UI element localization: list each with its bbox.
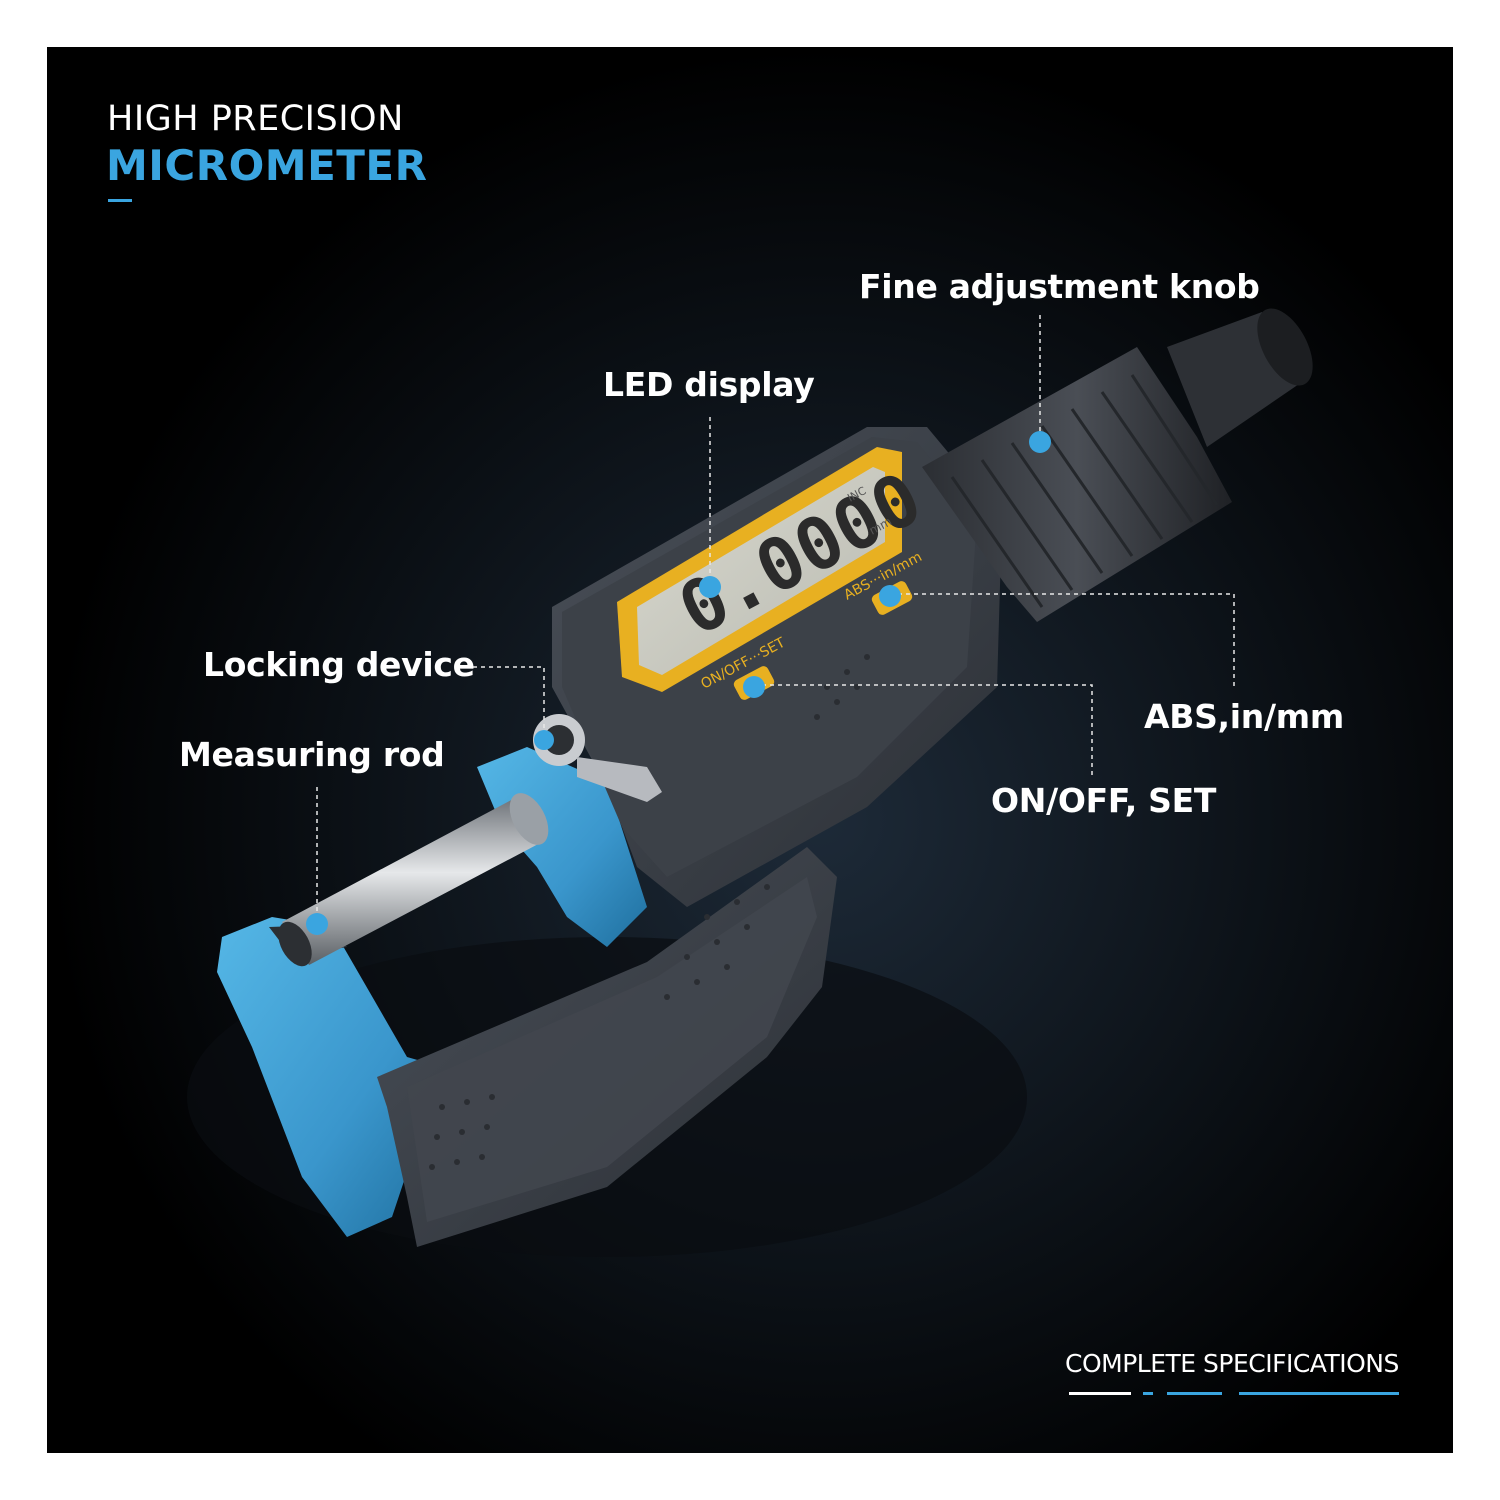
marker-fine-adjustment-knob: [1029, 431, 1051, 453]
measuring-rod: [278, 793, 549, 967]
footer-bar-2: [1143, 1392, 1153, 1395]
marker-locking-device: [534, 730, 554, 750]
footer-bar-3: [1167, 1392, 1222, 1395]
label-led-display: LED display: [603, 365, 815, 404]
product-panel: 0.0000 INC mm ON/OFF···SET ABS···in/mm: [47, 47, 1453, 1453]
marker-on-off-set: [743, 676, 765, 698]
marker-led-display: [699, 576, 721, 598]
header-underline: [108, 199, 132, 202]
footer-label: COMPLETE SPECIFICATIONS: [1065, 1349, 1399, 1378]
label-measuring-rod: Measuring rod: [179, 735, 445, 774]
label-abs-in-mm: ABS,in/mm: [1144, 697, 1344, 736]
headline-line-1: HIGH PRECISION: [107, 99, 404, 139]
footer-bar-1: [1069, 1392, 1131, 1395]
marker-abs: [879, 585, 901, 607]
label-fine-adjustment-knob: Fine adjustment knob: [859, 267, 1260, 306]
leader-locking-device: [465, 666, 545, 737]
leader-abs: [890, 593, 1235, 687]
grip-body: [377, 847, 837, 1247]
locking-device[interactable]: [533, 714, 662, 802]
fine-adjustment-knob[interactable]: [922, 300, 1324, 622]
headline-line-2: MICROMETER: [106, 141, 428, 190]
marker-measuring-rod: [306, 913, 328, 935]
leader-on-off-set: [754, 684, 1093, 777]
footer-bar-4: [1239, 1392, 1399, 1395]
label-on-off-set: ON/OFF, SET: [991, 781, 1217, 820]
micrometer-illustration: 0.0000 INC mm ON/OFF···SET ABS···in/mm: [47, 47, 1453, 1453]
label-locking-device: Locking device: [203, 645, 475, 684]
